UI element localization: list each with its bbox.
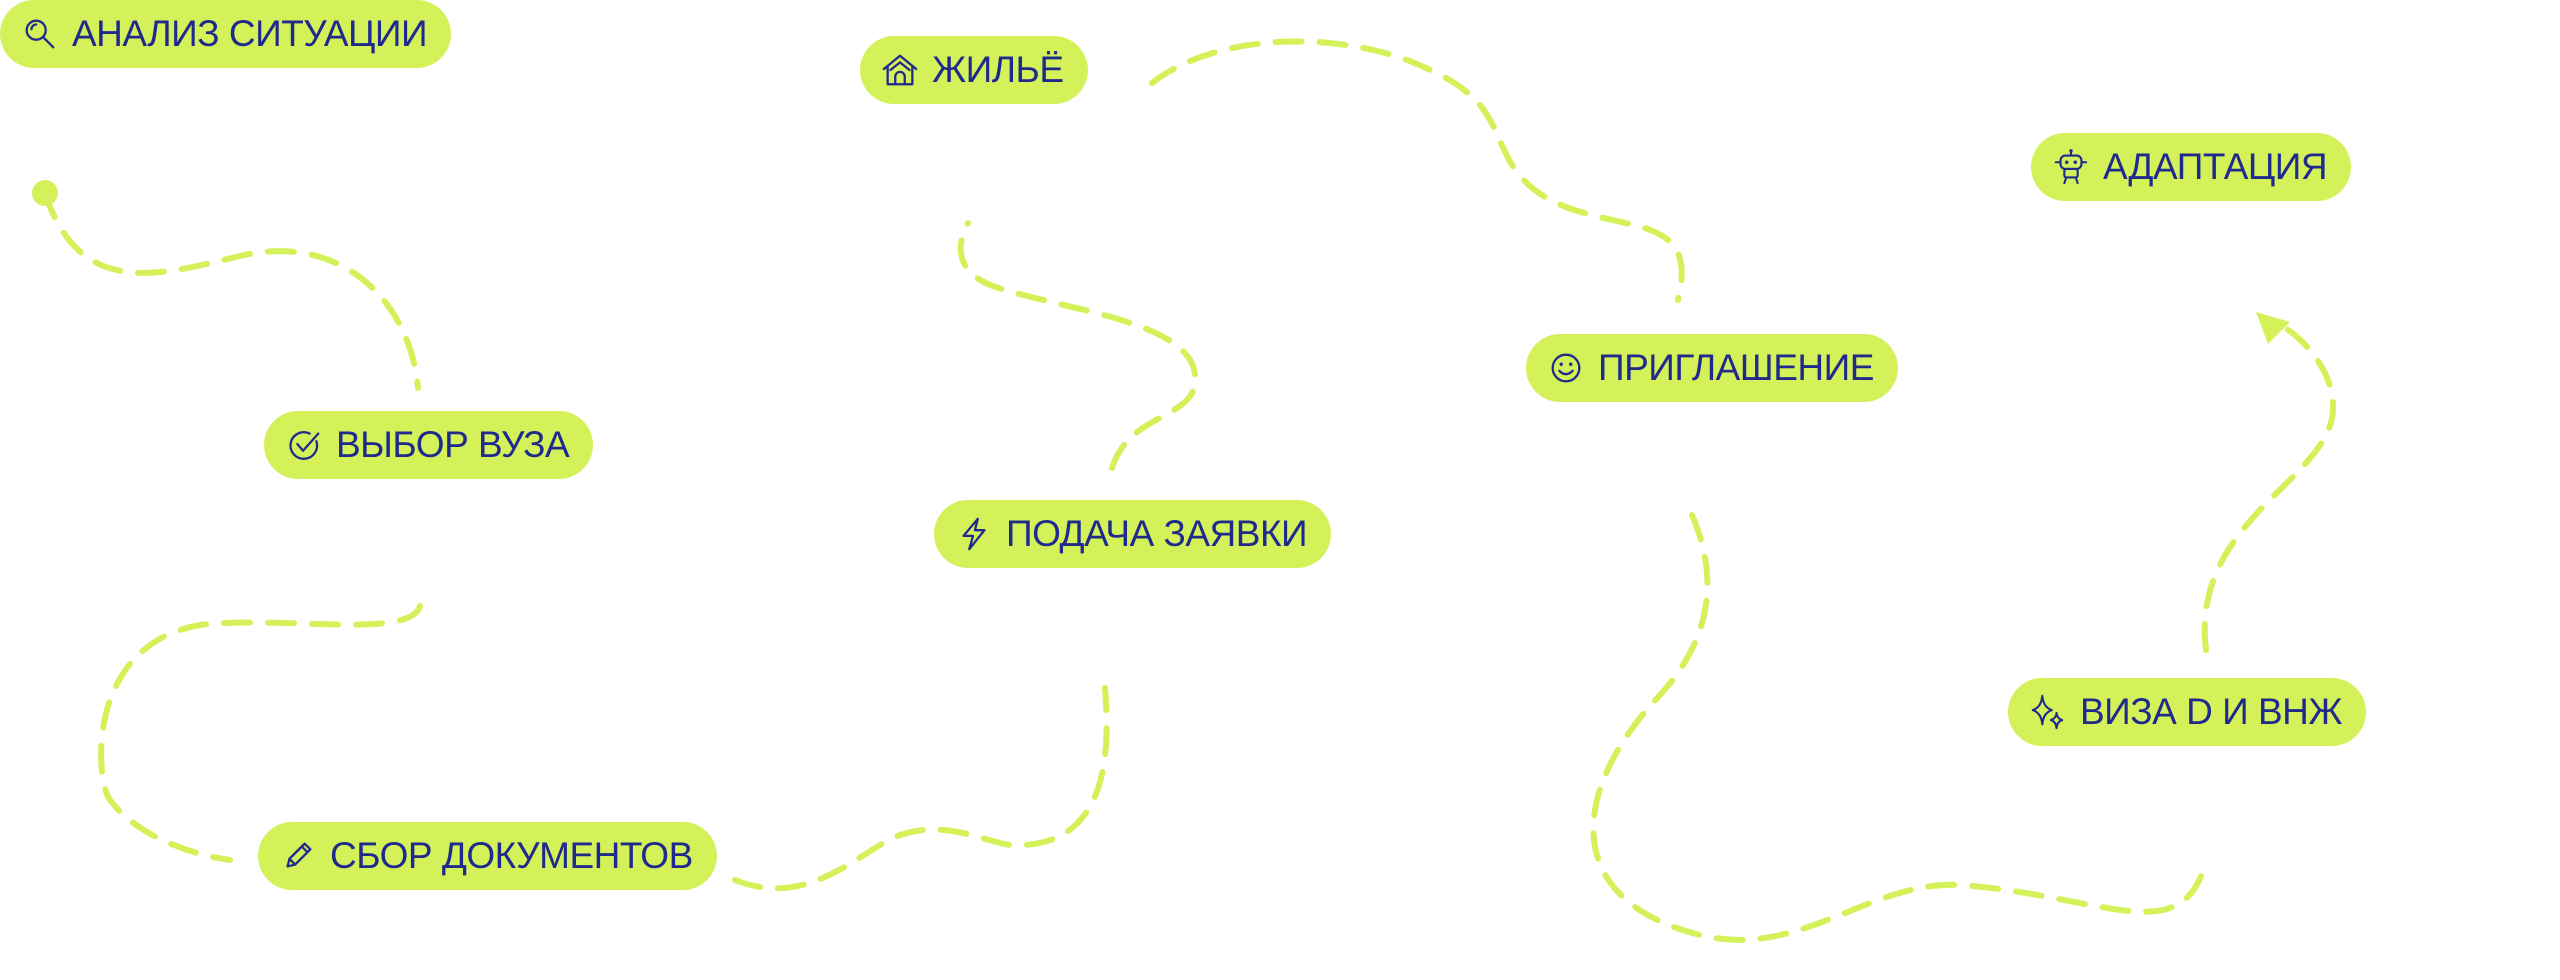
lightning-icon [954, 514, 994, 554]
sparkle-icon [2028, 692, 2068, 732]
house-icon [880, 50, 920, 90]
step-invitation: ПРИГЛАШЕНИЕ [1526, 334, 1898, 402]
step-documents: СБОР ДОКУМЕНТОВ [258, 822, 717, 890]
step-adaptation: АДАПТАЦИЯ [2031, 133, 2352, 201]
step-label: ЖИЛЬЁ [932, 49, 1064, 90]
step-university: ВЫБОР ВУЗА [264, 411, 594, 479]
path-arrowhead [2256, 312, 2290, 344]
path-start-to-university [42, 190, 421, 391]
step-label: АДАПТАЦИЯ [2103, 146, 2328, 187]
path-application-to-housing [957, 220, 1199, 471]
path-visa-to-adaptation [2201, 322, 2337, 653]
search-icon [20, 14, 60, 54]
step-label: ВЫБОР ВУЗА [336, 424, 570, 465]
path-invitation-to-visa [1590, 512, 2208, 943]
robot-icon [2051, 147, 2091, 187]
step-label: СБОР ДОКУМЕНТОВ [330, 835, 693, 876]
check-circle-icon [284, 425, 324, 465]
step-label: ВИЗА D И ВНЖ [2080, 691, 2343, 732]
path-housing-to-invitation [1149, 38, 1685, 303]
step-label: ПРИГЛАШЕНИЕ [1598, 347, 1874, 388]
path-university-to-documents [98, 603, 423, 863]
pencil-icon [278, 836, 318, 876]
step-label: АНАЛИЗ СИТУАЦИИ [72, 13, 428, 54]
path-start-dot [32, 180, 58, 206]
path-documents-to-application [732, 685, 1110, 892]
step-visa: ВИЗА D И ВНЖ [2008, 678, 2367, 746]
step-housing: ЖИЛЬЁ [860, 36, 1088, 104]
step-label: ПОДАЧА ЗАЯВКИ [1006, 513, 1308, 554]
smiley-icon [1546, 348, 1586, 388]
step-analysis: АНАЛИЗ СИТУАЦИИ [0, 0, 452, 68]
step-application: ПОДАЧА ЗАЯВКИ [934, 500, 1332, 568]
